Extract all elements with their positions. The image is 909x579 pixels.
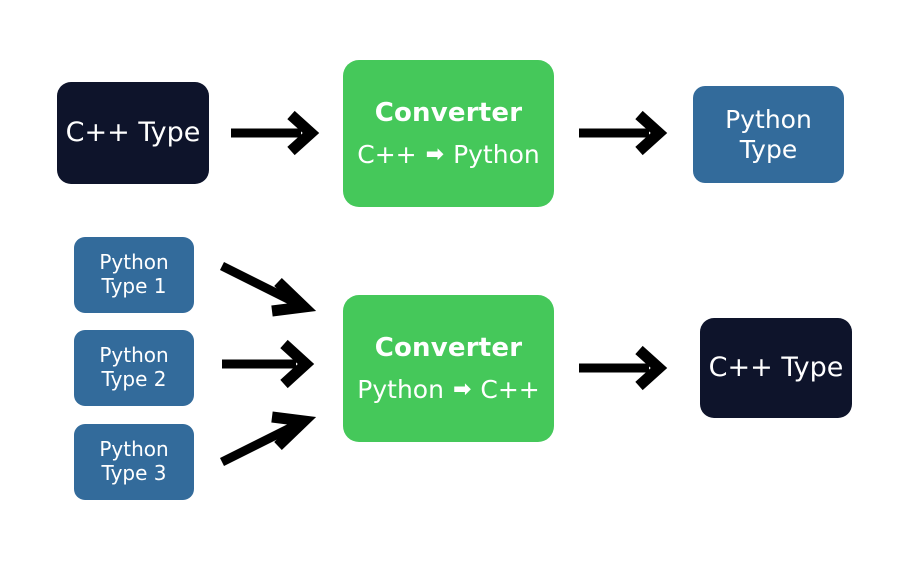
node-label-line2: Type 2 [101,367,167,391]
arrow-right-icon-converter-to-cpp-type [575,338,675,398]
arrow-right-icon-converter-to-python-type [575,103,675,163]
node-label-line1: Python [725,105,812,134]
node-cpp-type-source: C++ Type [57,82,209,184]
node-cpp-type-target: C++ Type [700,318,852,418]
node-label-line2: Type 3 [101,461,167,485]
node-label: C++ Type [708,352,844,384]
node-converter-python-to-cpp: Converter Python ➡ C++ [343,295,554,442]
converter-direction: C++ ➡ Python [357,140,539,170]
converter-title: Converter [374,97,523,128]
arrow-right-icon-cpp-to-converter [225,103,325,163]
node-label: C++ Type [65,117,201,149]
converter-direction: Python ➡ C++ [357,375,539,405]
node-python-type-2: Python Type 2 [74,330,194,406]
node-label-line1: Python [99,437,169,462]
converter-to: C++ [480,374,540,404]
converter-title: Converter [374,332,523,363]
converter-from: Python [357,374,444,404]
arrow-up-right-icon-type3-to-converter [216,408,320,470]
arrow-right-icon-inline: ➡ [425,142,445,168]
node-python-type-1: Python Type 1 [74,237,194,313]
converter-from: C++ [357,139,417,169]
node-label-line2: Type [739,134,798,164]
node-label-line1: Python [99,250,169,275]
arrow-down-right-icon-type1-to-converter [216,258,320,320]
arrow-right-icon-inline: ➡ [452,377,472,403]
node-python-type-3: Python Type 3 [74,424,194,500]
arrow-right-icon-type2-to-converter [216,338,320,390]
node-converter-cpp-to-python: Converter C++ ➡ Python [343,60,554,207]
converter-to: Python [453,139,540,169]
node-python-type-target: Python Type [693,86,844,183]
node-label-line2: Type 1 [101,274,167,298]
node-label-line1: Python [99,343,169,368]
